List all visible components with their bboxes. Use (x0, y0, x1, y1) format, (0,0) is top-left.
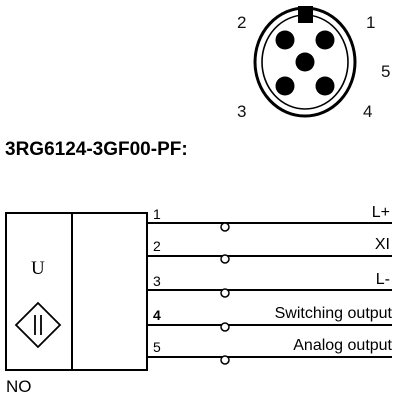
wire-number-5: 5 (153, 339, 161, 355)
sensor-block: U NO (5, 212, 148, 396)
terminal-1 (220, 222, 230, 232)
contact-type-label: NO (6, 377, 32, 396)
pin-label-4: 4 (363, 102, 372, 121)
wire-3: 3 L- (147, 271, 392, 298)
terminal-5 (220, 355, 230, 365)
pin-label-5: 5 (381, 62, 390, 81)
terminal-3 (220, 288, 230, 298)
terminal-4 (220, 322, 230, 332)
wire-2: 2 XI (147, 236, 392, 264)
wire-number-4: 4 (153, 307, 161, 323)
wire-label-3: L- (376, 271, 390, 288)
wire-4: 4 Switching output (147, 305, 393, 332)
wire-label-1: L+ (372, 204, 390, 221)
wire-1: 1 L+ (147, 204, 392, 232)
wire-5: 5 Analog output (147, 337, 393, 365)
wire-number-2: 2 (153, 238, 161, 254)
sensor-housing (5, 212, 148, 371)
pin-label-3: 3 (237, 102, 246, 121)
wire-number-3: 3 (153, 273, 161, 289)
connector-pinout: 1 2 3 4 5 (237, 6, 390, 121)
wire-number-1: 1 (153, 206, 161, 222)
sensor-symbol-label: U (31, 258, 45, 279)
pin-contact-3 (275, 76, 295, 96)
wire-label-4: Switching output (275, 305, 393, 322)
proximity-sensor-icon (14, 301, 62, 349)
pin-contact-4 (315, 76, 335, 96)
pin-label-2: 2 (237, 13, 246, 32)
pin-label-1: 1 (366, 13, 375, 32)
pin-contact-1 (315, 30, 335, 50)
pin-contact-5 (295, 52, 315, 72)
wire-label-5: Analog output (293, 337, 392, 354)
part-number-heading: 3RG6124-3GF00-PF: (5, 139, 188, 160)
wire-label-2: XI (375, 236, 390, 253)
pin-contact-2 (275, 30, 295, 50)
terminal-2 (220, 254, 230, 264)
connector-key-notch (298, 6, 313, 23)
